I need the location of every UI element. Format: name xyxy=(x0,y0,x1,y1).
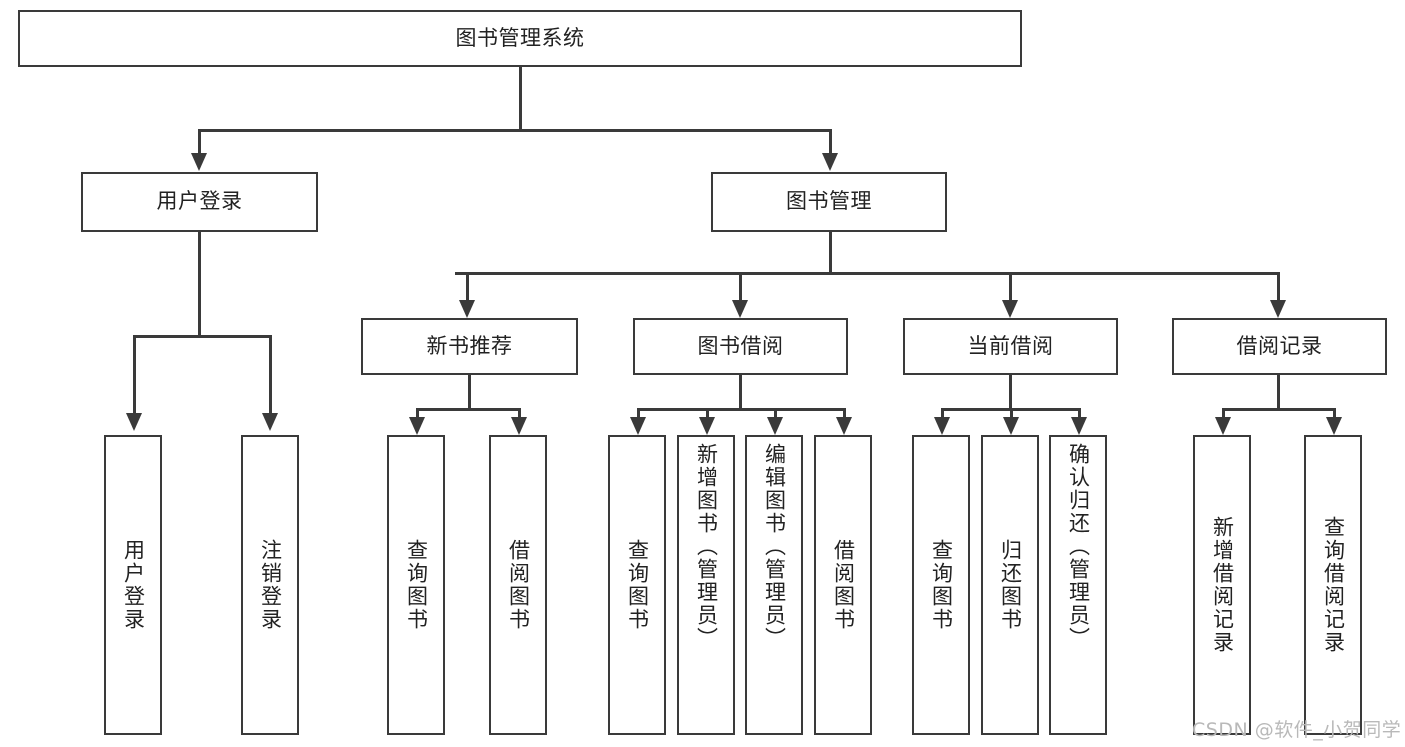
node-label: 用户登录 xyxy=(156,189,243,214)
arrow-cb-to-leaf-2 xyxy=(1003,417,1019,435)
leaf-current-borrow-confirm-return-admin[interactable]: 确认归还（管理员） xyxy=(1049,435,1107,735)
connector-current-borrow-stem xyxy=(1009,375,1012,408)
arrow-bm-to-borrow-record xyxy=(1270,300,1286,318)
connector-new-book-to-leaf-2 xyxy=(518,408,521,419)
connector-cb-to-leaf-2 xyxy=(1010,408,1013,419)
arrow-bb-to-leaf-3 xyxy=(767,417,783,435)
node-label: 借阅记录 xyxy=(1236,333,1323,358)
connector-root-stem xyxy=(519,67,522,129)
connector-br-to-leaf-1 xyxy=(1222,408,1225,419)
connector-bb-to-leaf-4 xyxy=(843,408,846,419)
leaf-book-borrow-edit-book-admin[interactable]: 编辑图书（管理员） xyxy=(745,435,803,735)
connector-br-to-leaf-2 xyxy=(1333,408,1336,419)
leaf-new-book-borrow-book[interactable]: 借阅图书 xyxy=(489,435,547,735)
connector-user-login-to-leaf-2 xyxy=(269,335,272,415)
node-label: 归还图书 xyxy=(998,539,1023,631)
connector-bm-to-borrow-record xyxy=(1277,272,1280,304)
connector-borrow-record-bus xyxy=(1222,408,1336,411)
connector-book-borrow-stem xyxy=(739,375,742,408)
arrow-bm-to-book-borrow xyxy=(732,300,748,318)
node-label: 新增借阅记录 xyxy=(1210,516,1235,654)
node-label: 查询图书 xyxy=(404,539,429,631)
node-label: 注销登录 xyxy=(258,539,283,631)
node-label: 查询借阅记录 xyxy=(1321,516,1346,654)
node-new-book-recommend[interactable]: 新书推荐 xyxy=(361,318,578,375)
node-book-management[interactable]: 图书管理 xyxy=(711,172,947,232)
connector-bb-to-leaf-3 xyxy=(774,408,777,419)
leaf-user-login-login[interactable]: 用户登录 xyxy=(104,435,162,735)
node-label: 图书管理系统 xyxy=(455,25,585,50)
arrow-user-login-to-leaf-1 xyxy=(126,413,142,431)
node-label: 查询图书 xyxy=(625,539,650,631)
node-label: 当前借阅 xyxy=(967,333,1054,358)
node-borrow-record[interactable]: 借阅记录 xyxy=(1172,318,1387,375)
connector-new-book-stem xyxy=(468,375,471,408)
connector-bb-to-leaf-2 xyxy=(706,408,709,419)
arrow-root-to-user-login xyxy=(191,153,207,171)
leaf-book-borrow-query-book[interactable]: 查询图书 xyxy=(608,435,666,735)
connector-bb-to-leaf-1 xyxy=(637,408,640,419)
leaf-current-borrow-query-book[interactable]: 查询图书 xyxy=(912,435,970,735)
connector-new-book-bus xyxy=(416,408,521,411)
connector-bm-to-new-book xyxy=(466,272,469,304)
connector-bm-to-book-borrow xyxy=(739,272,742,304)
arrow-root-to-book-management xyxy=(822,153,838,171)
connector-borrow-record-stem xyxy=(1277,375,1280,408)
leaf-user-login-logout[interactable]: 注销登录 xyxy=(241,435,299,735)
arrow-bb-to-leaf-2 xyxy=(699,417,715,435)
leaf-current-borrow-return-book[interactable]: 归还图书 xyxy=(981,435,1039,735)
connector-root-bus xyxy=(198,129,832,132)
leaf-book-borrow-add-book-admin[interactable]: 新增图书（管理员） xyxy=(677,435,735,735)
connector-root-to-book-management xyxy=(829,129,832,155)
node-book-borrow[interactable]: 图书借阅 xyxy=(633,318,848,375)
connector-bm-to-current-borrow xyxy=(1009,272,1012,304)
node-label: 图书借阅 xyxy=(697,333,784,358)
connector-user-login-stem xyxy=(198,232,201,335)
arrow-new-book-to-leaf-2 xyxy=(511,417,527,435)
arrow-br-to-leaf-1 xyxy=(1215,417,1231,435)
arrow-bm-to-new-book xyxy=(459,300,475,318)
connector-book-management-bus xyxy=(455,272,1280,275)
node-label: 编辑图书（管理员） xyxy=(762,443,787,650)
connector-root-to-user-login xyxy=(198,129,201,155)
arrow-new-book-to-leaf-1 xyxy=(409,417,425,435)
connector-book-borrow-bus xyxy=(637,408,846,411)
node-label: 新增图书（管理员） xyxy=(694,443,719,650)
leaf-borrow-record-query-record[interactable]: 查询借阅记录 xyxy=(1304,435,1362,735)
node-label: 确认归还（管理员） xyxy=(1066,443,1091,650)
node-label: 图书管理 xyxy=(786,189,872,214)
arrow-br-to-leaf-2 xyxy=(1326,417,1342,435)
arrow-bb-to-leaf-4 xyxy=(836,417,852,435)
arrow-bm-to-current-borrow xyxy=(1002,300,1018,318)
connector-user-login-bus xyxy=(133,335,271,338)
leaf-new-book-query-book[interactable]: 查询图书 xyxy=(387,435,445,735)
connector-new-book-to-leaf-1 xyxy=(416,408,419,419)
connector-cb-to-leaf-3 xyxy=(1078,408,1081,419)
arrow-user-login-to-leaf-2 xyxy=(262,413,278,431)
leaf-borrow-record-add-record[interactable]: 新增借阅记录 xyxy=(1193,435,1251,735)
connector-book-management-stem xyxy=(829,232,832,272)
node-current-borrow[interactable]: 当前借阅 xyxy=(903,318,1118,375)
node-label: 借阅图书 xyxy=(831,539,856,631)
watermark-text: CSDN @软件_小贺同学 xyxy=(1192,719,1402,741)
leaf-book-borrow-borrow-book[interactable]: 借阅图书 xyxy=(814,435,872,735)
node-book-management-system[interactable]: 图书管理系统 xyxy=(18,10,1022,67)
arrow-cb-to-leaf-3 xyxy=(1071,417,1087,435)
node-label: 用户登录 xyxy=(121,539,146,631)
arrow-cb-to-leaf-1 xyxy=(934,417,950,435)
node-label: 查询图书 xyxy=(929,539,954,631)
node-label: 借阅图书 xyxy=(506,539,531,631)
connector-user-login-to-leaf-1 xyxy=(133,335,136,415)
node-user-login[interactable]: 用户登录 xyxy=(81,172,318,232)
node-label: 新书推荐 xyxy=(426,333,513,358)
arrow-bb-to-leaf-1 xyxy=(630,417,646,435)
connector-cb-to-leaf-1 xyxy=(941,408,944,419)
